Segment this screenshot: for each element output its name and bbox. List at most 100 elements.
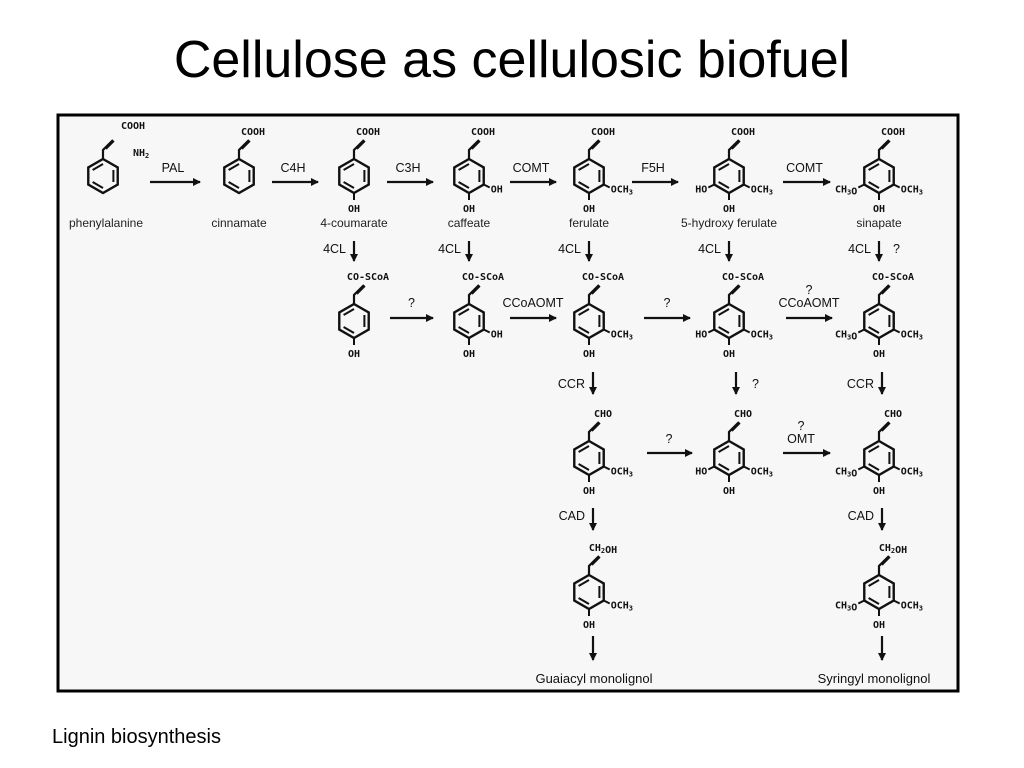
enzyme-label-cad-b: CAD	[848, 509, 874, 523]
alcohol-sinapyl-head-group: CH2OH	[879, 543, 907, 556]
compound-sinapate-head-group: COOH	[881, 127, 905, 138]
compound-cinnamate-ring	[223, 139, 255, 195]
aldehyde-5-hydroxyconiferaldehyde-meta5-group: HO	[695, 467, 707, 478]
enzyme-label-4cl-unknown: ?	[893, 242, 900, 256]
enzyme-label-4cl-0: 4CL	[323, 242, 346, 256]
compound-phenylalanine-ring	[87, 139, 119, 195]
alcohol-coniferyl-meta3-group: OCH3	[611, 601, 633, 613]
product-guaiacyl-monolignol: Guaiacyl monolignol	[535, 671, 652, 686]
arrows-layer	[150, 178, 886, 661]
aldehyde-sinapaldehyde-head-group: CHO	[884, 409, 902, 420]
compound-sinapate-meta5-group: CH3O	[835, 185, 857, 198]
aldehyde-coniferaldehyde-para-oh: OH	[583, 486, 595, 497]
compound-5-hydroxy-ferulate-head-group: COOH	[731, 127, 755, 138]
aldehyde-sinapaldehyde-meta5-group: CH3O	[835, 467, 857, 480]
coa-feruloyl-ring	[573, 284, 611, 345]
coa-sinapoyl-para-oh: OH	[873, 349, 885, 360]
alcohol-coniferyl-para-oh: OH	[583, 620, 595, 631]
aldehyde-sinapaldehyde-ring	[857, 421, 901, 482]
enzyme-label-unknown-a: ?	[408, 296, 415, 310]
coa-sinapoyl-meta5-group: CH3O	[835, 330, 857, 343]
enzyme-label-omt: OMT	[787, 432, 815, 446]
compound-4-coumarate-head-group: COOH	[356, 127, 380, 138]
compound-name-caffeate: caffeate	[448, 216, 491, 230]
enzyme-label-f5h-4: F5H	[641, 161, 665, 175]
compound-name-ferulate: ferulate	[569, 216, 609, 230]
enzyme-label-c3h-2: C3H	[395, 161, 420, 175]
enzyme-label-ccr-a: CCR	[558, 377, 585, 391]
compound-sinapate-ring	[857, 139, 901, 200]
coa-sinapoyl-ring	[857, 284, 901, 345]
compound-5-hydroxy-ferulate-ring	[707, 139, 751, 200]
alcohol-sinapyl-meta3-group: OCH3	[901, 601, 923, 613]
aldehyde-coniferaldehyde-meta3-group: OCH3	[611, 467, 633, 479]
coa-coumaroyl-head-group: CO-SCoA	[347, 272, 389, 283]
aldehyde-5-hydroxyconiferaldehyde-para-oh: OH	[723, 486, 735, 497]
coa-5-hydroxyferuloyl-meta5-group: HO	[695, 330, 707, 341]
compound-ferulate-ring	[573, 139, 611, 200]
phenylalanine-cooh: COOH	[121, 121, 145, 132]
enzyme-label-unknown-d: ?	[666, 432, 673, 446]
phenylalanine-nh2: NH2	[133, 148, 149, 160]
coa-5-hydroxyferuloyl-para-oh: OH	[723, 349, 735, 360]
compound-5-hydroxy-ferulate-meta5-group: HO	[695, 185, 707, 196]
slide-caption: Lignin biosynthesis	[52, 726, 221, 748]
product-syringyl-monolignol: Syringyl monolignol	[818, 671, 931, 686]
compound-sinapate-para-oh: OH	[873, 204, 885, 215]
enzyme-label-omt-unknown: ?	[798, 419, 805, 433]
aldehyde-sinapaldehyde-meta3-group: OCH3	[901, 467, 923, 479]
aldehyde-5-hydroxyconiferaldehyde-head-group: CHO	[734, 409, 752, 420]
aldehyde-sinapaldehyde-para-oh: OH	[873, 486, 885, 497]
structures-layer	[87, 139, 901, 616]
enzyme-label-pal-0: PAL	[162, 161, 185, 175]
coa-feruloyl-para-oh: OH	[583, 349, 595, 360]
alcohol-sinapyl-meta5-group: CH3O	[835, 601, 857, 614]
enzyme-label-ccoaomt-a: CCoAOMT	[502, 296, 563, 310]
coa-5-hydroxyferuloyl-head-group: CO-SCoA	[722, 272, 764, 283]
compound-sinapate-meta3-group: OCH3	[901, 185, 923, 197]
alcohol-coniferyl-ring	[573, 555, 611, 616]
compound-4-coumarate-para-oh: OH	[348, 204, 360, 215]
coa-5-hydroxyferuloyl-ring	[707, 284, 751, 345]
compound-name-sinapate: sinapate	[856, 216, 902, 230]
compound-name-cinnamate: cinnamate	[211, 216, 267, 230]
coa-5-hydroxyferuloyl-meta3-group: OCH3	[751, 330, 773, 342]
coa-caffeoyl-meta3-group: OH	[491, 330, 503, 341]
compound-name-4-coumarate: 4-coumarate	[320, 216, 388, 230]
coa-caffeoyl-para-oh: OH	[463, 349, 475, 360]
compound-cinnamate-head-group: COOH	[241, 127, 265, 138]
slide-title: Cellulose as cellulosic biofuel	[173, 31, 851, 89]
aldehyde-coniferaldehyde-head-group: CHO	[594, 409, 612, 420]
aldehyde-coniferaldehyde-ring	[573, 421, 611, 482]
enzyme-label-4cl-4: 4CL	[848, 242, 871, 256]
compound-caffeate-meta3-group: OH	[491, 185, 503, 196]
compound-5-hydroxy-ferulate-para-oh: OH	[723, 204, 735, 215]
enzyme-label-4cl-2: 4CL	[558, 242, 581, 256]
enzyme-label-comt-3: COMT	[513, 161, 550, 175]
compound-4-coumarate-ring	[338, 139, 370, 200]
coa-coumaroyl-para-oh: OH	[348, 349, 360, 360]
coa-sinapoyl-meta3-group: OCH3	[901, 330, 923, 342]
compound-ferulate-para-oh: OH	[583, 204, 595, 215]
alcohol-sinapyl-ring	[857, 555, 901, 616]
coa-feruloyl-head-group: CO-SCoA	[582, 272, 624, 283]
coa-sinapoyl-head-group: CO-SCoA	[872, 272, 914, 283]
enzyme-label-comt-5: COMT	[786, 161, 823, 175]
enzyme-label-ccoaomt-b: CCoAOMT	[778, 296, 839, 310]
diagram-frame	[56, 113, 960, 693]
enzyme-label-unknown-b: ?	[664, 296, 671, 310]
compound-name-5-hydroxy-ferulate: 5-hydroxy ferulate	[681, 216, 777, 230]
coa-feruloyl-meta3-group: OCH3	[611, 330, 633, 342]
compound-caffeate-ring	[453, 139, 491, 200]
compound-ferulate-meta3-group: OCH3	[611, 185, 633, 197]
compound-ferulate-head-group: COOH	[591, 127, 615, 138]
enzyme-label-cad-a: CAD	[559, 509, 585, 523]
aldehyde-5-hydroxyconiferaldehyde-meta3-group: OCH3	[751, 467, 773, 479]
enzyme-label-4cl-3: 4CL	[698, 242, 721, 256]
compound-name-phenylalanine: phenylalanine	[69, 216, 143, 230]
alcohol-sinapyl-para-oh: OH	[873, 620, 885, 631]
aldehyde-5-hydroxyconiferaldehyde-ring	[707, 421, 751, 482]
enzyme-label-ccoaomt-unknown: ?	[806, 283, 813, 297]
coa-coumaroyl-ring	[338, 284, 370, 345]
